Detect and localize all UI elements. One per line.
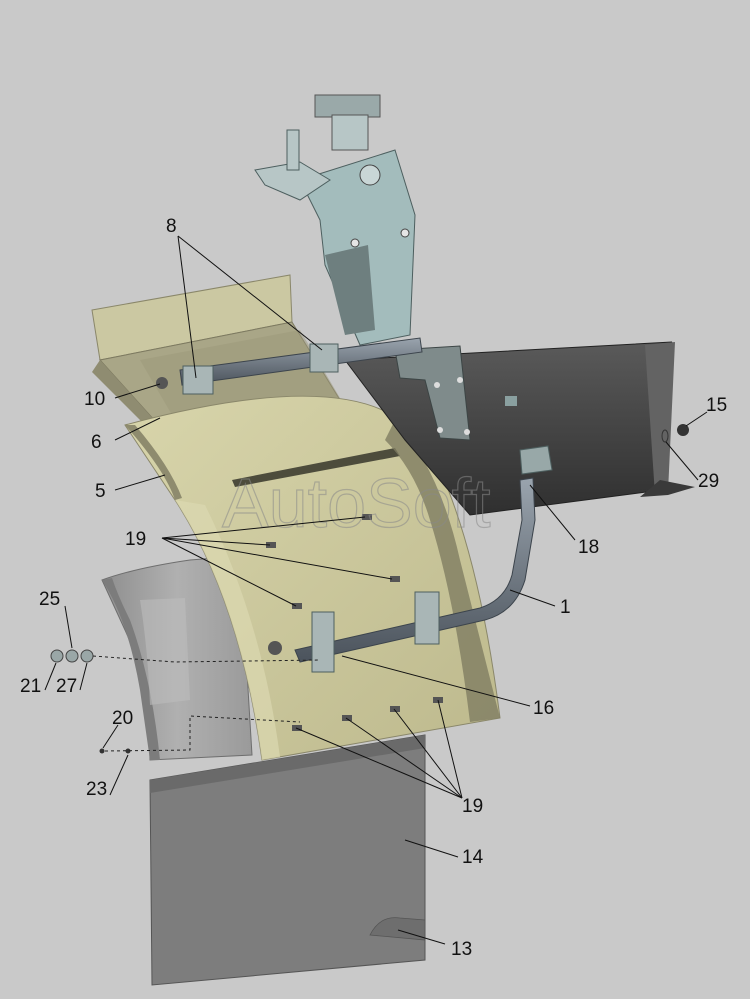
leader-lines (44, 235, 708, 945)
nut-15 (677, 424, 689, 436)
callout-14: 14 (462, 847, 484, 868)
callout-10: 10 (84, 389, 105, 410)
valve-mount-bracket (254, 94, 416, 346)
rail-bolt (505, 396, 517, 406)
callout-1: 1 (560, 597, 571, 618)
callout-15: 15 (706, 395, 727, 416)
lower-pipe (268, 445, 553, 673)
pipe-clamp-left (182, 365, 214, 395)
callout-25: 25 (39, 589, 60, 610)
callout-13: 13 (451, 939, 472, 960)
lower-clamp-right (414, 591, 440, 645)
nut-10 (156, 377, 168, 389)
callout-18: 18 (578, 537, 599, 558)
liner-slot (232, 448, 400, 487)
callout-19-top: 19 (125, 529, 146, 550)
lower-clamp-left (311, 611, 335, 673)
callout-21: 21 (20, 676, 41, 697)
callout-19-bottom: 19 (462, 796, 483, 817)
callout-29: 29 (698, 471, 719, 492)
washer-23 (125, 748, 131, 754)
upper-pipe (156, 337, 423, 395)
callout-20: 20 (112, 708, 133, 729)
callout-6: 6 (91, 432, 102, 453)
callout-5: 5 (95, 481, 106, 502)
callout-16: 16 (533, 698, 554, 719)
exploded-nuts (50, 649, 131, 754)
mudguard-shell (101, 555, 253, 761)
callout-27: 27 (56, 676, 77, 697)
callout-8: 8 (166, 216, 177, 237)
pipe-clamp-right (309, 343, 339, 373)
pipe-fitting-18 (519, 445, 553, 475)
washer-29 (661, 429, 669, 443)
mudguard-liner (124, 395, 501, 761)
assembly-lines (92, 655, 321, 752)
mud-flap (149, 734, 426, 986)
callout-23: 23 (86, 779, 107, 800)
callout-labels: 8 10 6 5 19 18 1 16 19 14 13 15 29 25 21… (20, 216, 727, 960)
plug (268, 641, 282, 655)
rail-bracket (394, 345, 471, 441)
rivet-20 (99, 748, 105, 754)
watermark: AutoSoft (222, 464, 491, 542)
